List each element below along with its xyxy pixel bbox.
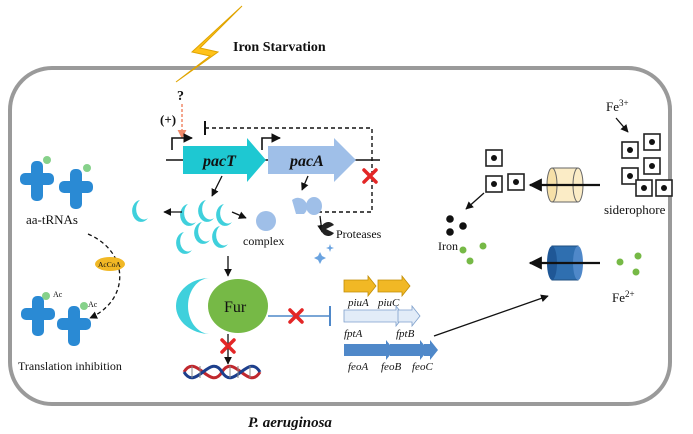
pacA-gene-arrow — [268, 138, 356, 182]
to-complex-arrow — [231, 211, 247, 219]
accoa-label: AcCoA — [98, 260, 121, 269]
iron-starvation-label: Iron Starvation — [233, 40, 326, 55]
feo-operon — [344, 340, 438, 360]
acetylated-trna-icon — [21, 292, 91, 346]
aa-trna-icon — [20, 156, 93, 209]
pacA-promoter-arrow — [261, 133, 281, 150]
feo-expression-arrow — [433, 294, 549, 337]
fur-protein — [208, 279, 268, 333]
fptB-label: fptB — [396, 328, 415, 340]
cell-membrane — [8, 66, 672, 406]
pacTA-complex — [247, 210, 276, 233]
ac-label-1: Ac — [53, 290, 63, 299]
aa-trnas-label: aa-tRNAs — [26, 212, 78, 227]
pacT-gene-label: pacT — [201, 153, 237, 170]
complex-label: complex — [243, 234, 284, 248]
siderophore-label: siderophore — [604, 202, 666, 217]
fur-label: Fur — [224, 299, 247, 316]
pacT-promoter-arrow — [171, 133, 193, 150]
accoa-badge — [95, 257, 125, 271]
fe3-label: Fe3+ — [606, 98, 629, 114]
organism-label: P. aeruginosa — [248, 415, 332, 431]
pacT-protein-fragments — [132, 200, 232, 254]
piuC-label: piuC — [377, 297, 400, 309]
fe2-label: Fe2+ — [612, 289, 635, 305]
ferrous-iron-outside — [616, 252, 642, 276]
repression-blocked-x-icon — [288, 308, 304, 324]
transcription-stop-x-icon — [362, 168, 378, 184]
protease-pacman-icon — [321, 222, 334, 237]
ferrous-iron-inside — [459, 242, 487, 265]
external-siderophores — [621, 133, 673, 197]
pacA-product-arrow — [301, 175, 309, 191]
fur-bound-pacT — [176, 278, 210, 334]
pacT-gene-arrow — [183, 138, 266, 182]
pacT-product-arrow — [211, 175, 223, 197]
ac-label-2: Ac — [88, 300, 98, 309]
internal-siderophores — [485, 149, 525, 193]
iron-label: Iron — [438, 239, 458, 253]
lightning-bolt-icon — [175, 5, 243, 83]
acetylation-arrow — [87, 233, 121, 319]
piu-operon — [343, 274, 411, 298]
feoB-label: feoB — [381, 361, 401, 373]
translation-inhibition-label: Translation inhibition — [18, 359, 122, 373]
proteases-label: Proteases — [336, 227, 382, 241]
piuA-label: piuA — [347, 297, 369, 309]
fpt-operon — [343, 304, 421, 328]
fe3-binding-arrow — [615, 117, 629, 133]
unknown-signal-mark: ? — [177, 89, 184, 104]
feoA-label: feoA — [348, 361, 368, 373]
feoC-label: feoC — [412, 361, 433, 373]
dna-helix-icon — [182, 364, 262, 380]
fptA-label: fptA — [344, 328, 363, 340]
iron-atoms-icon — [446, 215, 467, 236]
dna-binding-blocked-x-icon — [220, 338, 236, 354]
positive-regulation-label: (+) — [160, 112, 176, 127]
pacA-gene-label: pacA — [288, 153, 324, 170]
iron-release-arrow — [465, 192, 485, 210]
pacA-protein-fragments — [290, 197, 322, 218]
degradation-sparkle-icon — [314, 244, 334, 264]
